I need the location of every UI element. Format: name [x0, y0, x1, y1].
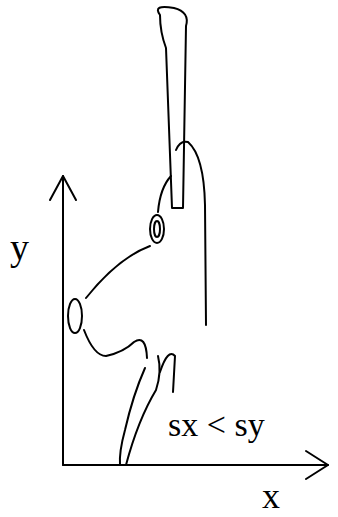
axis-label: y: [10, 228, 29, 266]
head-outline: [158, 176, 171, 212]
face-outline: [86, 246, 150, 298]
eye-sketch: [154, 221, 160, 237]
neck-sketch: [160, 354, 175, 392]
nose-sketch: [68, 299, 82, 333]
y-axis-arrowhead: [50, 176, 76, 200]
neck-sketch: [120, 368, 145, 465]
head-outline: [176, 142, 206, 325]
horn-sketch: [158, 7, 187, 208]
inequality-label: sx < sy: [168, 408, 265, 442]
axis-label: x: [262, 478, 280, 514]
neck-sketch: [126, 356, 160, 465]
x-axis: [63, 464, 328, 466]
eye-sketch: [150, 215, 164, 243]
face-outline: [84, 330, 147, 358]
y-axis: [62, 176, 64, 465]
x-axis-arrowhead: [306, 451, 328, 479]
